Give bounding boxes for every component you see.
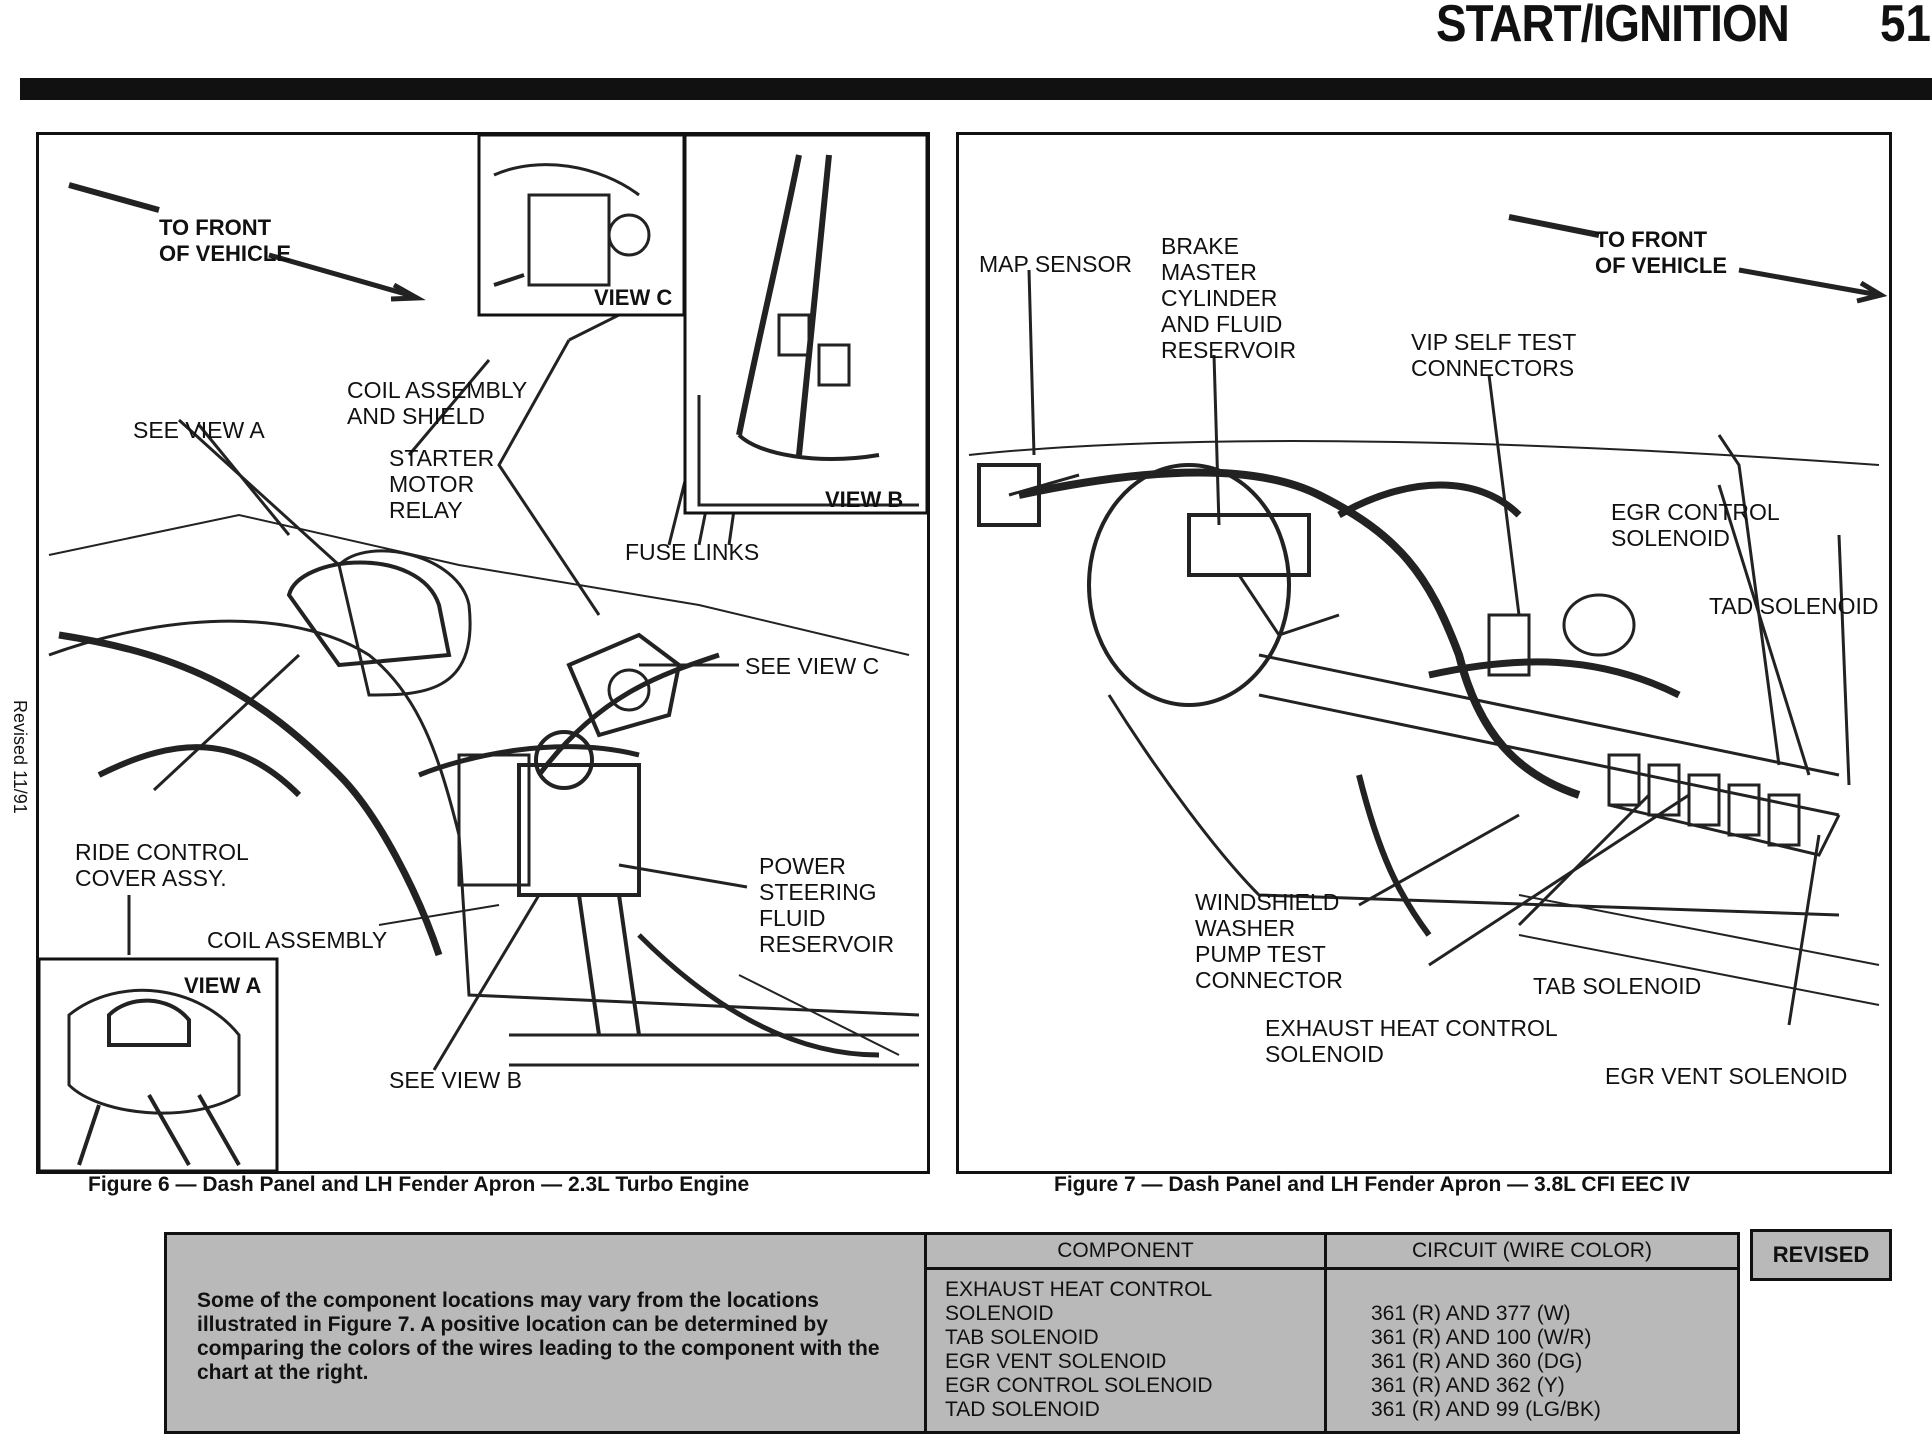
figure-7-frame: MAP SENSOR BRAKE MASTER CYLINDER AND FLU…: [956, 132, 1892, 1174]
fig6-power-steering-label: POWER STEERING FLUID RESERVOIR: [759, 853, 895, 957]
component-cell: EGR CONTROL SOLENOID: [945, 1374, 1213, 1397]
fig7-windshield-washer-label: WINDSHIELD WASHER PUMP TEST CONNECTOR: [1195, 889, 1343, 993]
revision-side-note: Revised 11/91: [10, 700, 30, 814]
figure-7-illustration: [968, 214, 1888, 1026]
fig6-see-view-a-label: SEE VIEW A: [133, 417, 265, 443]
figure-7-caption: Figure 7 — Dash Panel and LH Fender Apro…: [1054, 1173, 1690, 1196]
circuit-cell: 361 (R) AND 377 (W): [1371, 1302, 1571, 1325]
fig7-brake-master-label: BRAKE MASTER CYLINDER AND FLUID RESERVOI…: [1161, 233, 1297, 363]
fig7-tad-solenoid-label: TAD SOLENOID: [1709, 593, 1879, 619]
fig6-starter-motor-relay-label: STARTER MOTOR RELAY: [389, 445, 495, 523]
fig7-vip-self-test-label: VIP SELF TEST CONNECTORS: [1411, 329, 1577, 381]
circuit-cell: 361 (R) AND 100 (W/R): [1371, 1326, 1592, 1349]
fig6-see-view-b-label: SEE VIEW B: [389, 1067, 522, 1093]
circuit-cell: 361 (R) AND 360 (DG): [1371, 1350, 1583, 1373]
fig6-coil-assembly-label: COIL ASSEMBLY: [207, 927, 388, 953]
component-cell: TAD SOLENOID: [945, 1398, 1100, 1421]
fig6-view-b-label: VIEW B: [825, 487, 904, 512]
component-column: COMPONENT EXHAUST HEAT CONTROL SOLENOID …: [927, 1235, 1327, 1431]
fig6-to-front-label: TO FRONT OF VEHICLE: [159, 215, 292, 266]
fig7-egr-control-label: EGR CONTROL SOLENOID: [1611, 499, 1780, 551]
component-cell: SOLENOID: [945, 1302, 1054, 1325]
page-title: START/IGNITION: [1436, 0, 1790, 53]
component-cell: EGR VENT SOLENOID: [945, 1350, 1167, 1373]
figure-6-caption: Figure 6 — Dash Panel and LH Fender Apro…: [88, 1173, 750, 1196]
fig7-map-sensor-label: MAP SENSOR: [979, 251, 1132, 277]
fig7-to-front-label: TO FRONT OF VEHICLE: [1595, 227, 1728, 278]
figure-6-illustration: [39, 135, 927, 1171]
circuit-cell: 361 (R) AND 362 (Y): [1371, 1374, 1565, 1397]
chart-note: Some of the component locations may vary…: [167, 1235, 927, 1431]
component-header: COMPONENT: [927, 1235, 1324, 1270]
circuit-column: CIRCUIT (WIRE COLOR) 361 (R) AND 377 (W)…: [1327, 1235, 1737, 1431]
page-number: 51: [1880, 0, 1931, 53]
fig6-ride-control-label: RIDE CONTROL COVER ASSY.: [75, 839, 249, 891]
fig7-egr-vent-label: EGR VENT SOLENOID: [1605, 1063, 1848, 1089]
fig6-fuse-links-label: FUSE LINKS: [625, 539, 760, 565]
wire-color-chart: Some of the component locations may vary…: [164, 1232, 1740, 1434]
revised-badge: REVISED: [1750, 1229, 1892, 1281]
circuit-cell: [1371, 1278, 1737, 1302]
fig7-tab-solenoid-label: TAB SOLENOID: [1533, 973, 1702, 999]
circuit-header: CIRCUIT (WIRE COLOR): [1327, 1235, 1737, 1270]
fig7-exhaust-heat-label: EXHAUST HEAT CONTROL SOLENOID: [1265, 1015, 1558, 1067]
fig6-view-a-label: VIEW A: [184, 973, 262, 998]
fig6-see-view-c-label: SEE VIEW C: [745, 653, 880, 679]
figure-6-frame: TO FRONT OF VEHICLE VIEW C VIEW B VIEW A…: [36, 132, 930, 1174]
component-cell: TAB SOLENOID: [945, 1326, 1099, 1349]
component-cell: EXHAUST HEAT CONTROL: [945, 1278, 1213, 1301]
header-rule: [20, 78, 1932, 100]
circuit-cell: 361 (R) AND 99 (LG/BK): [1371, 1398, 1601, 1421]
fig6-view-c-label: VIEW C: [594, 285, 673, 310]
fig6-coil-assembly-shield-label: COIL ASSEMBLY AND SHIELD: [347, 377, 528, 429]
